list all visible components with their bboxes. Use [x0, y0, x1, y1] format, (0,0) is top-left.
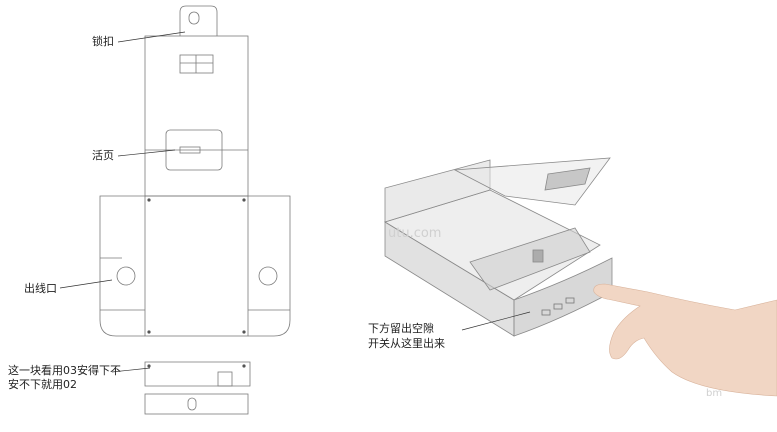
bottom-strip-1	[144, 361, 251, 387]
switch-label-line-1: 下方留出空隙	[368, 322, 434, 335]
base-panel	[144, 195, 249, 337]
note-line-1: 这一块看用03安得下不	[8, 364, 121, 377]
inner-divider	[469, 227, 591, 291]
note-line-2: 安不下就用02	[8, 378, 77, 391]
inner-switch	[532, 249, 544, 263]
right-flap	[248, 195, 291, 337]
lid-lock	[544, 167, 591, 191]
lock-tab	[179, 5, 218, 36]
lock-slot	[188, 11, 200, 25]
lock-buckle	[179, 54, 214, 74]
box-back-wall	[384, 159, 491, 223]
watermark-site: utu.com	[388, 226, 442, 241]
left-flap	[99, 195, 145, 337]
hinge-strip	[179, 146, 201, 154]
lid-panel	[144, 35, 249, 197]
hand-illustration	[593, 283, 777, 397]
lock-label: 锁扣	[92, 35, 114, 48]
switch-label-line-2: 开关从这里出来	[368, 337, 445, 350]
hinge-label: 活页	[92, 149, 114, 162]
cable-outlet-label: 出线口	[24, 282, 57, 295]
box-lid	[453, 157, 611, 206]
watermark-small: bm	[706, 388, 723, 399]
bottom-strip-2	[144, 393, 249, 415]
